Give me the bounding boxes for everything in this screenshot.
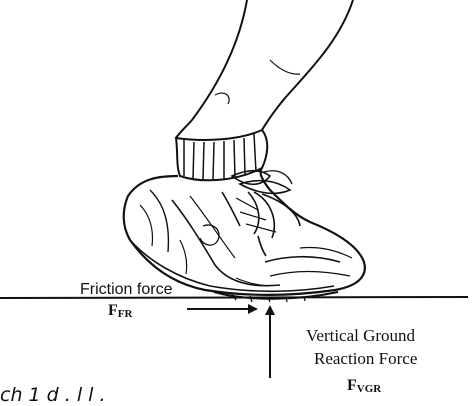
friction-force-label: Friction force [80, 281, 172, 299]
friction-symbol-subscript: FR [118, 308, 133, 320]
laces [222, 171, 300, 256]
friction-force-symbol: FFR [108, 302, 132, 320]
vertical-symbol-base: F [347, 377, 357, 394]
vertical-force-label-line2: Reaction Force [314, 349, 417, 369]
sock [176, 130, 267, 180]
vertical-symbol-subscript: VGR [357, 383, 381, 395]
vertical-force-label-line1: Vertical Ground [306, 326, 415, 346]
friction-symbol-base: F [108, 302, 118, 319]
cutoff-caption-text: ch 1 d . l l . [0, 384, 106, 406]
leg [176, 0, 353, 138]
ground-line [0, 297, 468, 298]
vertical-force-symbol: FVGR [347, 377, 381, 395]
